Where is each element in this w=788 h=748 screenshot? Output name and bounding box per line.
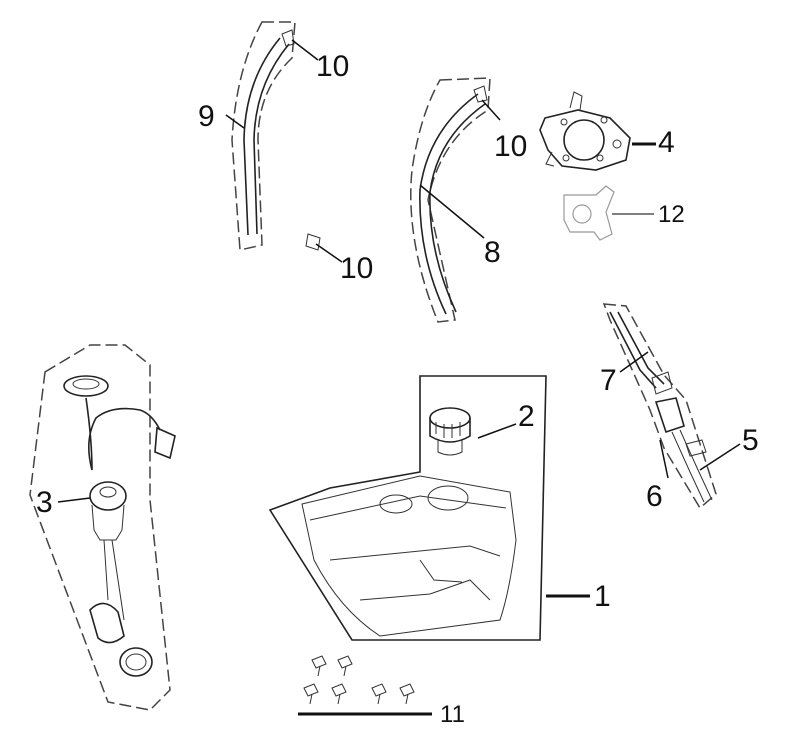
callout-9: 9 <box>198 100 215 133</box>
plate-12 <box>563 185 654 241</box>
callout-12: 12 <box>658 201 685 228</box>
fuel-pump-3 <box>29 344 176 711</box>
callout-5: 5 <box>742 424 759 457</box>
hose-8 <box>410 77 501 323</box>
bolts-11 <box>298 655 432 716</box>
callout-10-a: 10 <box>316 50 349 83</box>
callout-1: 1 <box>594 580 611 613</box>
fuel-cap-2 <box>429 407 517 456</box>
callout-11: 11 <box>440 701 465 728</box>
callout-10-b: 10 <box>494 130 527 163</box>
bracket-4 <box>539 91 656 171</box>
callout-8: 8 <box>484 236 501 269</box>
callout-4: 4 <box>658 126 675 159</box>
callout-6: 6 <box>646 480 663 513</box>
callout-2: 2 <box>518 400 535 433</box>
fuel-tank-1 <box>268 375 590 641</box>
hose-assembly-5-6-7 <box>602 303 741 510</box>
hose-9 <box>225 21 343 263</box>
callout-3: 3 <box>36 486 53 519</box>
callout-10-c: 10 <box>340 252 373 285</box>
callout-7: 7 <box>600 364 617 397</box>
